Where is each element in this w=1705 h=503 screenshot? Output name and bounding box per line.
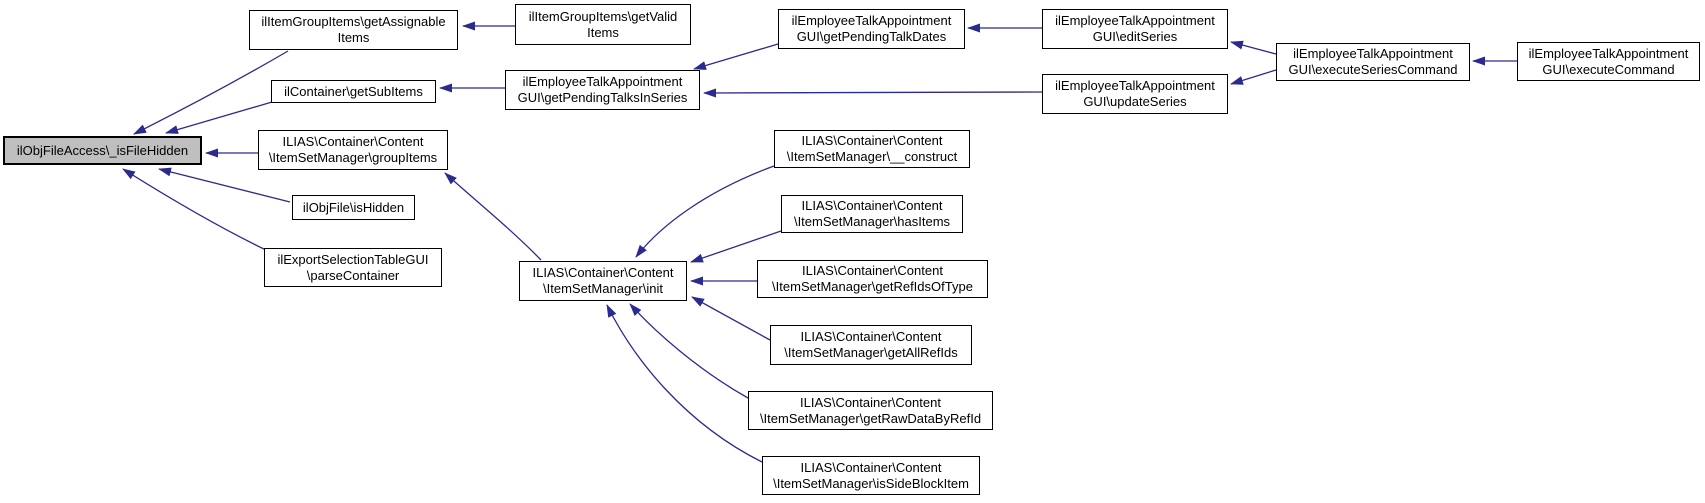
edge-get-all-ref-ids-to-item-set-manager-init bbox=[691, 296, 771, 341]
node-execute-series-command[interactable]: ilEmployeeTalkAppointment GUI\executeSer… bbox=[1276, 43, 1470, 81]
node-get-sub-items[interactable]: ilContainer\getSubItems bbox=[271, 80, 436, 103]
edge-get-pending-talk-dates-to-get-pending-talks-in-series bbox=[693, 43, 779, 70]
edge-is-side-block-item-to-item-set-manager-init bbox=[606, 304, 763, 463]
node-edit-series[interactable]: ilEmployeeTalkAppointment GUI\editSeries bbox=[1042, 9, 1228, 49]
edge-get-raw-data-by-ref-id-to-item-set-manager-init bbox=[629, 303, 749, 399]
node-get-pending-talk-dates[interactable]: ilEmployeeTalkAppointment GUI\getPending… bbox=[778, 9, 965, 49]
edge-item-set-manager-construct-to-item-set-manager-init bbox=[635, 165, 775, 258]
edge-item-set-manager-init-to-group-items bbox=[444, 172, 542, 261]
node-update-series[interactable]: ilEmployeeTalkAppointment GUI\updateSeri… bbox=[1042, 74, 1228, 114]
node-get-assignable-items[interactable]: ilItemGroupItems\getAssignable Items bbox=[249, 10, 458, 50]
node-parse-container[interactable]: ilExportSelectionTableGUI \parseContaine… bbox=[264, 248, 442, 287]
node-get-valid-items[interactable]: ilItemGroupItems\getValid Items bbox=[515, 4, 691, 45]
edge-update-series-to-get-pending-talks-in-series bbox=[703, 88, 1043, 98]
node-execute-command[interactable]: ilEmployeeTalkAppointment GUI\executeCom… bbox=[1517, 42, 1700, 81]
node-is-side-block-item[interactable]: ILIAS\Container\Content \ItemSetManager\… bbox=[762, 456, 980, 495]
node-get-pending-talks-in-series[interactable]: ilEmployeeTalkAppointment GUI\getPending… bbox=[505, 70, 700, 110]
edge-get-sub-items-to-is-file-hidden bbox=[165, 101, 273, 134]
node-has-items[interactable]: ILIAS\Container\Content \ItemSetManager\… bbox=[781, 195, 963, 233]
edge-get-assignable-items-to-is-file-hidden bbox=[133, 50, 289, 135]
node-is-hidden[interactable]: ilObjFile\isHidden bbox=[292, 195, 415, 220]
edge-execute-series-command-to-update-series bbox=[1230, 69, 1277, 85]
edge-parse-container-to-is-file-hidden bbox=[122, 168, 267, 251]
node-item-set-manager-construct[interactable]: ILIAS\Container\Content \ItemSetManager\… bbox=[774, 130, 970, 168]
edge-has-items-to-item-set-manager-init bbox=[690, 230, 782, 263]
node-get-all-ref-ids[interactable]: ILIAS\Container\Content \ItemSetManager\… bbox=[770, 325, 972, 365]
edge-is-hidden-to-is-file-hidden bbox=[158, 167, 291, 203]
node-item-set-manager-init[interactable]: ILIAS\Container\Content \ItemSetManager\… bbox=[519, 261, 687, 301]
node-is-file-hidden[interactable]: ilObjFileAccess\_isFileHidden bbox=[3, 136, 202, 165]
edge-execute-series-command-to-edit-series bbox=[1230, 40, 1277, 55]
node-group-items[interactable]: ILIAS\Container\Content \ItemSetManager\… bbox=[258, 130, 448, 170]
node-get-raw-data-by-ref-id[interactable]: ILIAS\Container\Content \ItemSetManager\… bbox=[748, 391, 993, 430]
node-get-ref-ids-of-type[interactable]: ILIAS\Container\Content \ItemSetManager\… bbox=[757, 260, 988, 298]
